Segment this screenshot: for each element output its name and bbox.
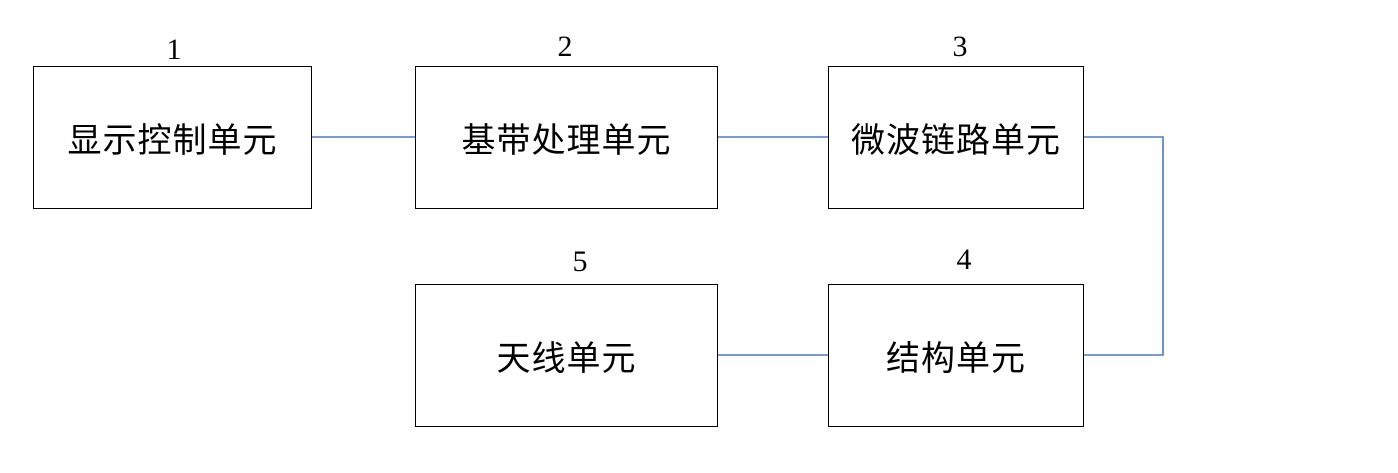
block-label: 基带处理单元 (461, 121, 672, 161)
block-number-5: 5 (572, 245, 588, 278)
block-microwave-link-unit: 微波链路单元 (828, 66, 1084, 209)
block-number-4: 4 (956, 243, 972, 276)
block-structure-unit: 结构单元 (828, 284, 1084, 427)
block-label: 结构单元 (886, 339, 1026, 379)
block-label: 微波链路单元 (851, 121, 1061, 161)
block-display-control-unit: 显示控制单元 (33, 66, 312, 209)
block-number-3: 3 (952, 30, 968, 63)
block-number-2: 2 (557, 30, 573, 63)
block-number-1: 1 (166, 33, 182, 66)
block-antenna-unit: 天线单元 (415, 284, 718, 427)
block-label: 天线单元 (496, 339, 637, 379)
block-label: 显示控制单元 (67, 121, 278, 161)
connector-3-4 (1084, 136, 1164, 356)
block-baseband-processing-unit: 基带处理单元 (415, 66, 718, 209)
